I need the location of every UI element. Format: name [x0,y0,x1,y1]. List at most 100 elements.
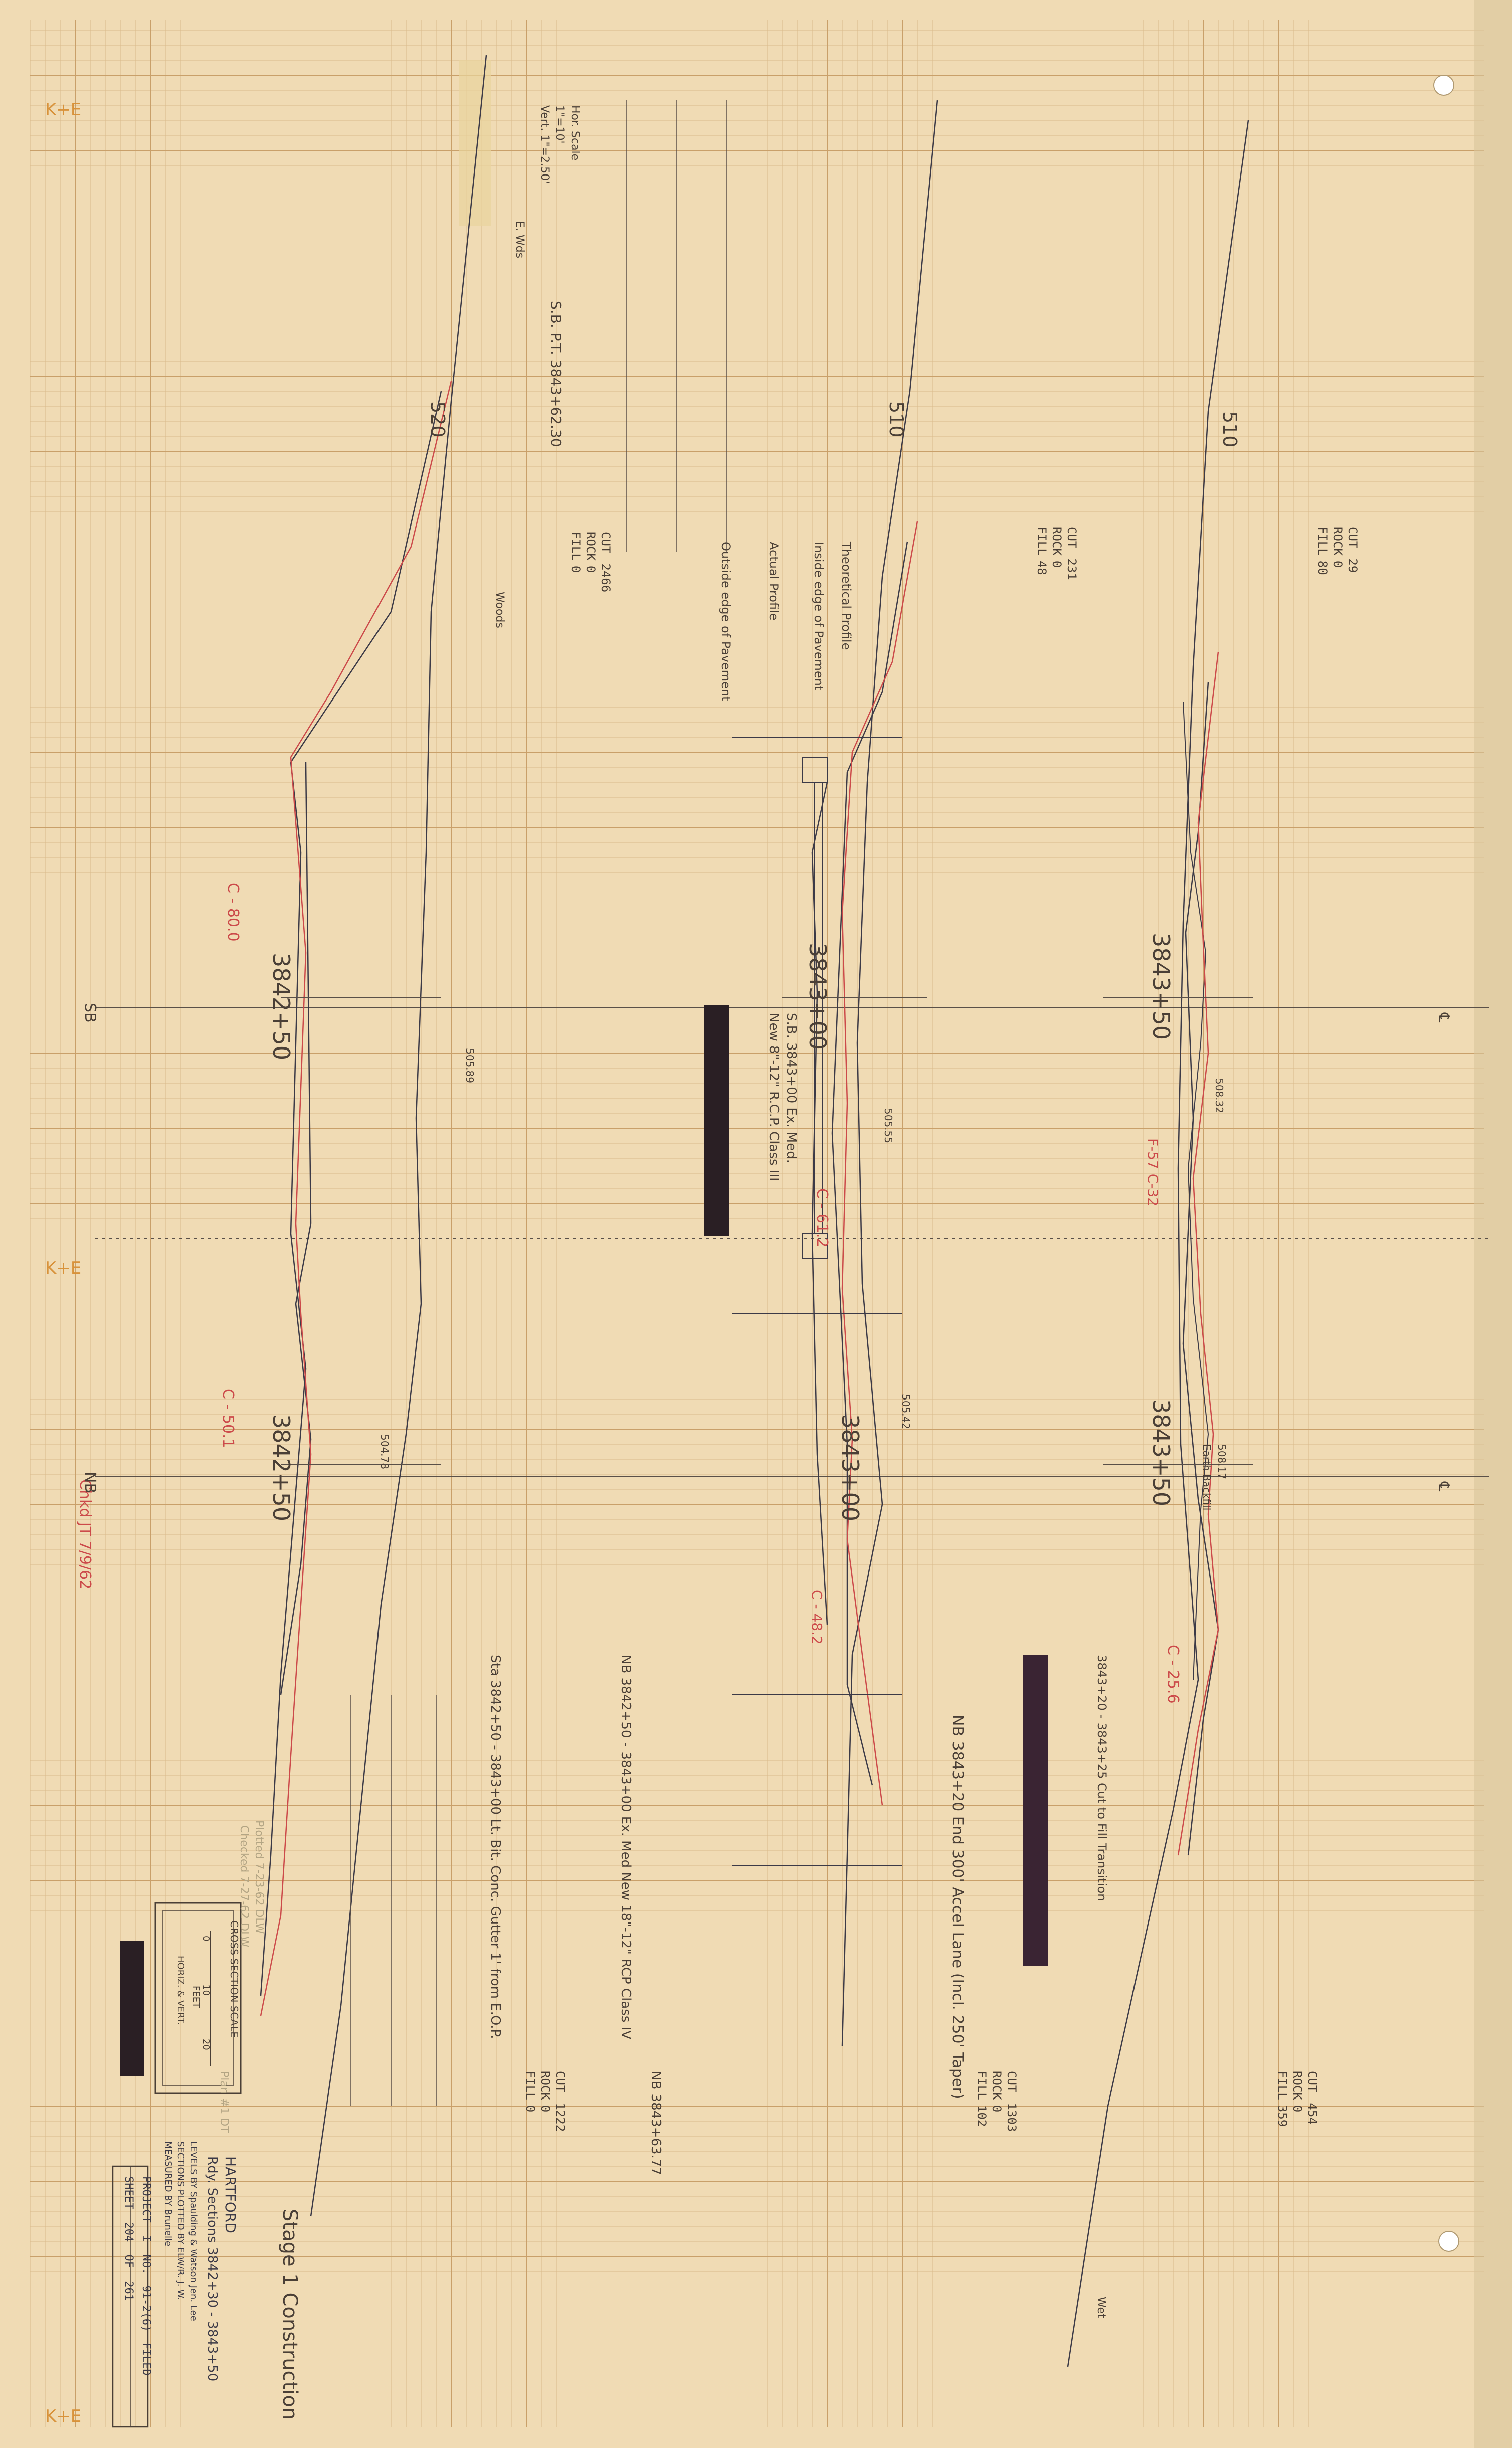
svg-text:FILL0: FILL0 [523,2071,537,2112]
quantity-box-2: CUT231 ROCK0 FILL48 [1035,527,1079,580]
scale-ticks: 0 10 20 [201,1936,211,2050]
binder-hole-top [1433,75,1454,96]
grade-label-middle: 510 [885,401,907,438]
sb-pt-note: S.B. P.T. 3843+62.30 [548,301,564,447]
grade-label-top: 510 [1219,411,1241,448]
legend-inside-edge: Inside edge of Pavement [812,542,826,690]
redaction-bar-3 [120,1941,144,2076]
wet-label: Wet [1095,2297,1107,2318]
station-bottom-1: 3842+50 [268,953,295,1060]
cutfill-note-bottom-2: C - 50.1 [219,1389,237,1448]
scale-note-hor: Hor. Scale [569,105,581,160]
binder-hole-bottom [1438,2231,1459,2252]
station-middle-2: 3843+00 [837,1414,864,1521]
footer-stamp: Plan #1 DT [218,2071,230,2133]
station-ticks [281,997,1253,1465]
cl-mark-top-2: ℄ [1435,1481,1452,1491]
svg-text:CUT1222: CUT1222 [553,2071,568,2132]
nb-end-note: NB 3843+20 End 300' Accel Lane (Incl. 25… [949,1715,966,2100]
county-label: HARTFORD [222,2156,239,2233]
nb-drain-note: NB 3842+50 - 3843+00 Ex. Med New 18"-12"… [618,1655,633,2039]
description-label: Rdy. Sections 3842+30 - 3843+50 [205,2156,220,2381]
cutfill-red-top: F-57 C-32 [1145,1138,1161,1206]
svg-text:ROCK0: ROCK0 [1050,527,1064,568]
ground-structures [732,737,902,1866]
svg-text:CUT1303: CUT1303 [1005,2071,1019,2132]
svg-text:FILL80: FILL80 [1315,527,1330,575]
cl-label-sb: SB [81,1003,99,1023]
paper-edge-shadow [1474,0,1512,2448]
station-middle-1: 3843+00 [804,943,831,1050]
scale-note-vert: Vert. 1"=2.50' [538,105,551,184]
svg-text:FILL0: FILL0 [569,532,583,573]
svg-text:ROCK0: ROCK0 [990,2071,1004,2112]
section-bottom-sb [260,55,487,2217]
scale-unit: FEET [191,1986,201,2008]
svg-text:FILL359: FILL359 [1275,2071,1289,2127]
credit-line-2: SECTIONS PLOTTED BY ELW/R. J. W. [175,2141,186,2300]
credit-line-3: MEASURED BY Brunelle [163,2141,173,2246]
maker-mark-top: K+E [45,100,81,120]
legend-theoretical: Theoretical Profile [839,541,853,650]
scale-box [154,1902,242,2094]
scale-title: CROSS SECTION SCALE [228,1920,240,2038]
cl-label-nb: NB [81,1472,99,1493]
quantity-box-1: CUT29 ROCK0 FILL80 [1315,527,1360,575]
transition-note: 3843+20 - 3843+25 Cut to Fill Transition [1095,1655,1109,1901]
svg-text:ROCK0: ROCK0 [538,2071,552,2112]
sta-curb-note: Sta 3842+50 - 3843+00 Lt. Bit. Conc. Gut… [488,1655,503,2039]
cl-mark-top: ℄ [1435,1012,1452,1022]
maker-mark-middle: K+E [45,1258,81,1278]
section-bottom-sb-red [260,381,452,2016]
levels-ledger [626,100,727,552]
elev-top-2: 508.17 [1216,1444,1228,1479]
cutfill-note-bottom-1: C - 80.0 [224,883,242,942]
nb-pc-note: NB 3843+63.77 [648,2071,663,2175]
quantity-box-4: CUT454 ROCK0 FILL359 [1275,2071,1319,2127]
grade-label-bottom: 520 [427,401,449,438]
elev-bottom-2: 504.78 [379,1434,391,1469]
checked-lower-stamp: Checked 7-27-62 DLW [238,1825,250,1947]
bottom-ledger [350,1695,437,2106]
credit-line-1: LEVELS BY Spaulding & Watson Jen. Lee [188,2141,199,2321]
section-middle-red [841,521,918,1806]
quantity-box-6: CUT1222 ROCK0 FILL0 [523,2071,568,2132]
graph-grid [30,20,1484,2427]
redaction-bar-1 [704,1005,729,1236]
project-label: PROJECT I NO. 91-2(6) FILED [140,2176,152,2376]
sb-curb-note: S.B. 3843+00 Ex. Med. [784,1013,799,1163]
maker-mark-bottom: K+E [45,2406,81,2426]
redaction-bar-2 [1023,1655,1048,1966]
legend-outside-edge: Outside edge of Pavement [719,542,733,702]
section-top-nb [1067,120,1249,2367]
cutfill-note-middle-2: C - 48.2 [809,1590,825,1645]
sb-ramp-note: New 8"-12" R.C.P. Class III [766,1013,781,1181]
station-top-1: 3843+50 [1148,933,1175,1040]
scale-note: HORIZ. & VERT. [175,1956,186,2025]
svg-text:CUT454: CUT454 [1305,2071,1319,2125]
section-top-nb-red [1177,651,1219,1856]
svg-text:CUT2466: CUT2466 [599,532,613,592]
tape-strip [459,60,491,226]
svg-text:ROCK0: ROCK0 [1331,527,1345,568]
backfill-note: Earth Backfill [1201,1444,1213,1510]
quantity-box-3: CUT2466 ROCK0 FILL0 [569,532,613,592]
scale-note-1: 1"=10' [553,105,566,144]
svg-text:CUT231: CUT231 [1065,527,1079,580]
elev-middle-1: 505.55 [882,1108,894,1143]
cutfill-note-top-1: C - 25.6 [1164,1645,1182,1704]
svg-text:ROCK0: ROCK0 [1290,2071,1304,2112]
svg-text:ROCK0: ROCK0 [584,532,598,573]
checked-stamp: Chkd JT 7/9/62 [76,1479,94,1589]
sheet-number-label: SHEET 204 OF 261 [122,2176,135,2301]
title-block [112,2165,149,2428]
stage-label: Stage 1 Construction [278,2209,301,2420]
svg-text:FILL102: FILL102 [975,2071,989,2127]
elev-middle-2: 505.42 [900,1394,912,1429]
station-top-2: 3843+50 [1148,1399,1175,1506]
elev-top-1: 508.32 [1213,1078,1225,1113]
quantity-box-5: CUT1303 ROCK0 FILL102 [975,2071,1019,2132]
elev-bottom-1: 505.89 [464,1048,476,1083]
